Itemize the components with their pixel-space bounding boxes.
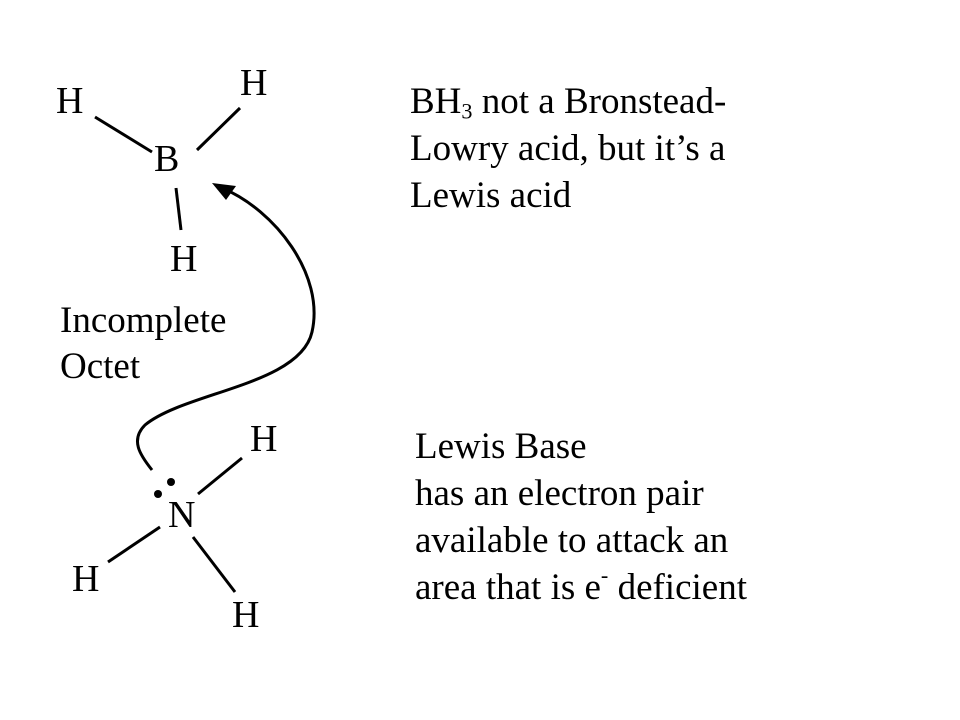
bh3-h-bottom-atom: H bbox=[170, 238, 198, 280]
nitrogen-atom: N bbox=[168, 494, 196, 536]
incomplete-octet-line2: Octet bbox=[60, 346, 141, 387]
bond-b-h-bottom bbox=[174, 187, 183, 231]
curved-arrow bbox=[135, 186, 316, 471]
bond-n-h-bottom bbox=[191, 536, 237, 593]
nh3-h-top-atom: H bbox=[250, 418, 278, 460]
bond-n-h-left bbox=[107, 525, 161, 564]
bond-b-h-top bbox=[195, 106, 242, 152]
lewis-base-line4: area that is e- deficient bbox=[415, 564, 747, 611]
lewis-base-line4-end: deficient bbox=[608, 567, 747, 608]
lone-pair-dot-upper bbox=[167, 478, 175, 486]
lewis-acid-line2: Lowry acid, but it’s a bbox=[410, 128, 726, 169]
bh3-h-top-atom: H bbox=[240, 62, 268, 104]
bh3-subscript: 3 bbox=[461, 98, 473, 124]
bond-b-h-left bbox=[94, 115, 153, 154]
electron-superscript: - bbox=[600, 562, 609, 588]
lewis-base-line3: available to attack an bbox=[415, 520, 729, 561]
lewis-acid-line1: BH3 not a Bronstead- bbox=[410, 78, 726, 125]
lewis-acid-line3: Lewis acid bbox=[410, 175, 572, 216]
bond-n-h-top bbox=[197, 456, 243, 496]
lone-pair-dot-lower bbox=[154, 490, 162, 498]
lewis-acid-line1-rest: not a Bronstead- bbox=[472, 81, 727, 122]
nh3-h-left-atom: H bbox=[72, 558, 100, 600]
bh3-formula: BH bbox=[410, 81, 462, 122]
lewis-base-line1: Lewis Base bbox=[415, 426, 587, 467]
lewis-base-line4-start: area that is e bbox=[415, 567, 601, 608]
boron-atom: B bbox=[154, 138, 180, 180]
lewis-base-text: Lewis Base has an electron pair availabl… bbox=[415, 423, 747, 611]
lewis-base-line2: has an electron pair bbox=[415, 473, 704, 514]
nh3-h-bottom-atom: H bbox=[232, 594, 260, 636]
bh3-h-left-atom: H bbox=[56, 80, 84, 122]
lewis-acid-text: BH3 not a Bronstead- Lowry acid, but it’… bbox=[410, 78, 726, 219]
arrow-head bbox=[212, 183, 236, 200]
incomplete-octet-label: Incomplete Octet bbox=[60, 298, 226, 390]
incomplete-octet-line1: Incomplete bbox=[60, 300, 227, 341]
